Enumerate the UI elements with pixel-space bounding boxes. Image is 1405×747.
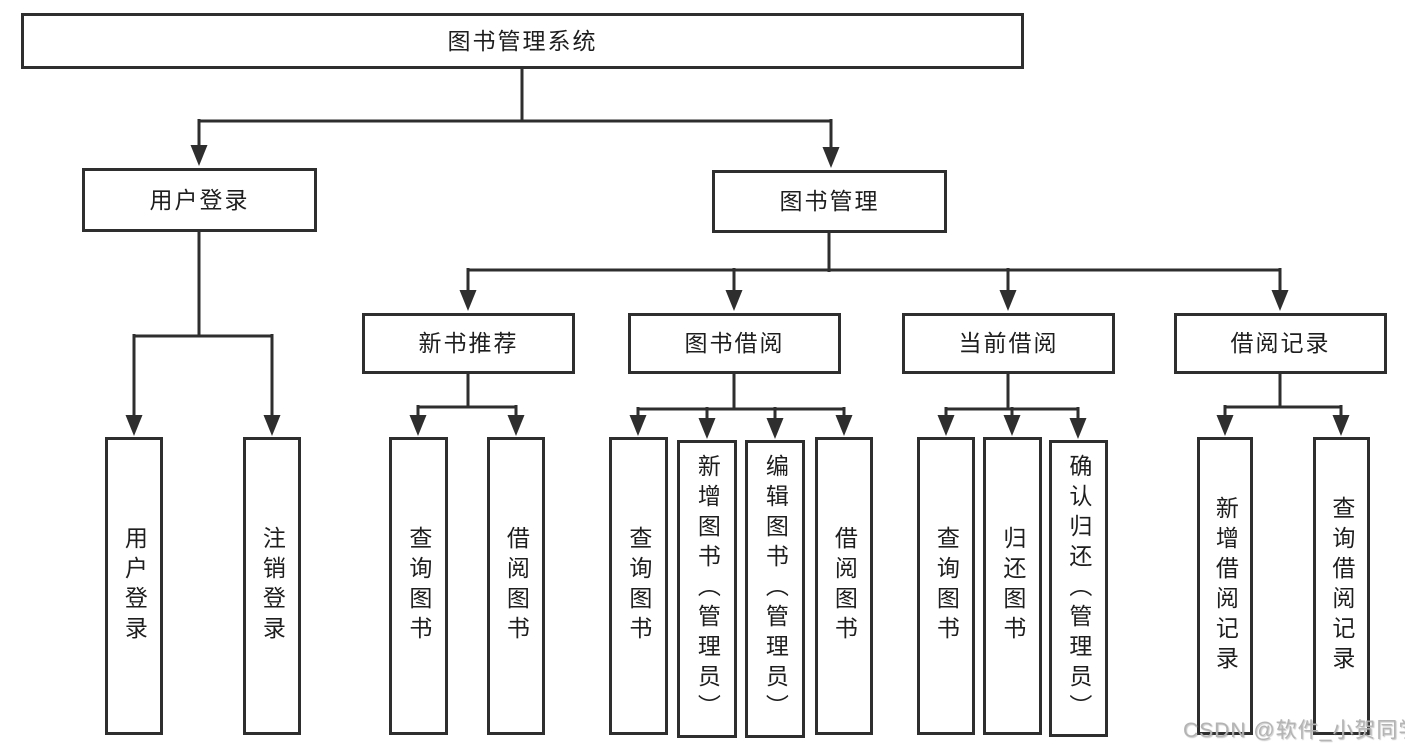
node-new-book-recommend: 新书推荐 [362,313,575,374]
leaf-borrow-borrow-books: 借阅图书 [815,437,873,735]
node-book-borrowing: 图书借阅 [628,313,841,374]
leaf-confirm-return-admin: 确认归还（管理员） [1049,440,1108,737]
leaf-user-login: 用户登录 [105,437,163,735]
csdn-watermark: CSDN @软件_小贺同学 [1183,719,1405,742]
arrowhead-icons [125,145,1350,439]
node-borrowing-records: 借阅记录 [1174,313,1387,374]
leaf-current-query-books: 查询图书 [917,437,975,735]
node-current-borrowing: 当前借阅 [902,313,1115,374]
leaf-borrow-query-books: 查询图书 [609,437,668,735]
node-user-login: 用户登录 [82,168,317,232]
leaf-add-borrow-record: 新增借阅记录 [1197,437,1253,735]
tree-edges [132,68,1343,424]
leaf-query-borrow-record: 查询借阅记录 [1313,437,1370,735]
leaf-return-books: 归还图书 [983,437,1042,735]
leaf-add-books-admin: 新增图书（管理员） [677,440,737,738]
leaf-rec-query-books: 查询图书 [389,437,448,735]
leaf-logout: 注销登录 [243,437,301,735]
leaf-rec-borrow-books: 借阅图书 [487,437,545,735]
node-book-management: 图书管理 [712,170,947,233]
node-root: 图书管理系统 [21,13,1024,69]
leaf-edit-books-admin: 编辑图书（管理员） [745,440,805,738]
